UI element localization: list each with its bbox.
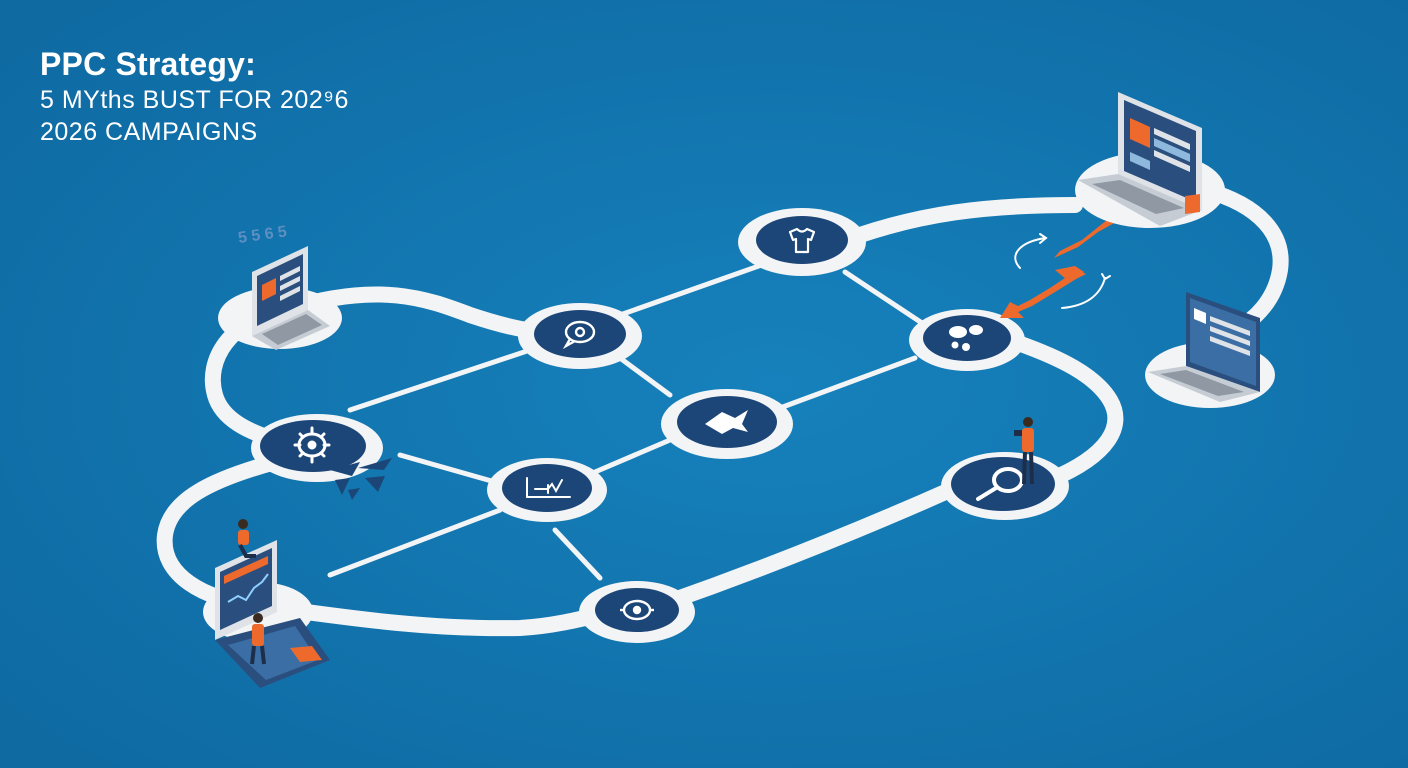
chart-icon [526,477,571,498]
node-chat [518,303,642,369]
grid-lines [327,259,928,581]
node-chart [487,458,607,522]
laptop-left [218,246,342,350]
bubbles-icon [949,325,983,351]
figure-on-search-node [1014,417,1034,485]
node-group [909,309,1025,371]
page-subtitle-2: 2026 CAMPAIGNS [40,118,258,146]
node-search [941,452,1069,520]
trend-line [227,573,269,603]
plane-icon [705,410,748,434]
gear-icon [293,426,331,464]
node-analytics [579,581,695,643]
node-gear [251,414,383,482]
node-target [661,389,793,459]
chat-bubble-icon [562,320,596,350]
figure-standing-bottom [250,613,266,665]
broken-myth-shards [330,458,392,500]
title-block: PPC Strategy: 5 MYths BUST FOR 202⁹6 202… [40,46,349,148]
laptop-right [1145,292,1275,408]
figure-sitting-top [238,519,256,558]
magnifier-icon [976,467,1024,501]
laptop-top-right [1075,92,1225,228]
page-subtitle: 5 MYths BUST FOR 202⁹6 [40,86,349,114]
node-people [738,208,866,276]
shirt-icon [788,227,816,254]
page-title: PPC Strategy: [40,46,256,82]
target-icon [620,599,654,621]
cycle-arrows [1014,233,1111,309]
floating-digits: 5 5 6 5 [237,223,288,247]
orange-arrows [1000,216,1116,318]
